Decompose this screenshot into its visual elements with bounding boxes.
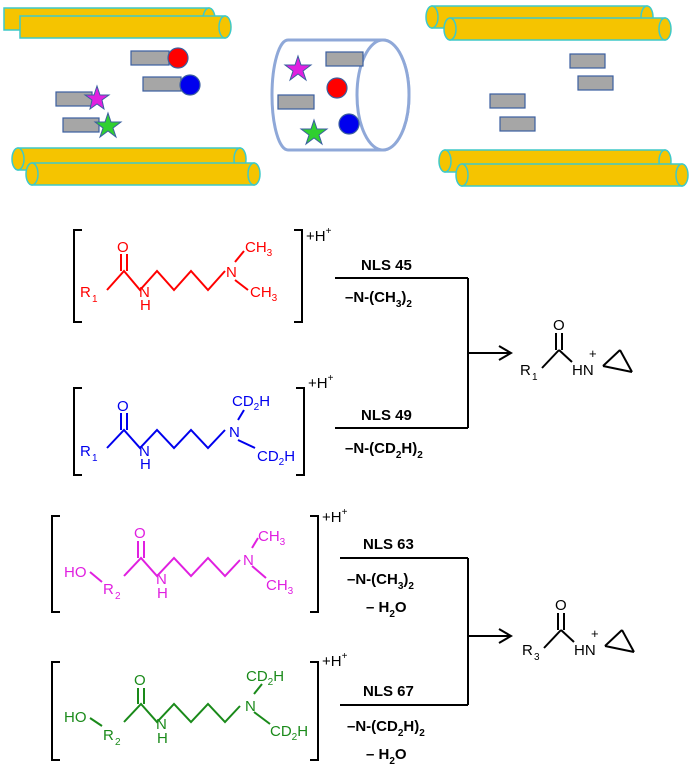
svg-text:N: N [156, 571, 167, 588]
svg-text:CH3: CH3 [258, 528, 286, 548]
svg-text:R: R [80, 284, 91, 301]
svg-text:CD2H: CD2H [246, 668, 284, 688]
tube [19, 15, 232, 39]
fragment-bar [130, 50, 170, 66]
svg-text:O: O [553, 317, 565, 334]
svg-text:R: R [520, 362, 531, 379]
svg-text:HN: HN [572, 362, 594, 379]
molecule-1: +H+ R 1 O N H N CH3 CH3 [73, 226, 332, 323]
svg-text:NLS 45: NLS 45 [361, 257, 412, 274]
fragment-bar [55, 91, 93, 107]
green-star-icon [299, 118, 329, 146]
blue-circle-icon [179, 74, 201, 96]
green-star-icon [93, 111, 123, 139]
svg-text:O: O [117, 239, 129, 256]
svg-text:–N-(CD2H)2: –N-(CD2H)2 [347, 718, 425, 739]
svg-text:O: O [134, 672, 146, 689]
svg-text:N: N [243, 552, 254, 569]
svg-text:– H2O: – H2O [366, 599, 407, 620]
svg-text:O: O [117, 398, 129, 415]
svg-text:H: H [140, 297, 151, 314]
svg-text:N: N [245, 698, 256, 715]
svg-text:H: H [157, 585, 168, 602]
svg-text:NLS 63: NLS 63 [363, 536, 414, 553]
red-circle-icon [326, 77, 348, 99]
svg-text:N: N [139, 284, 150, 301]
svg-text:CH3: CH3 [266, 577, 294, 597]
product-1: R 1 O HN + [520, 317, 633, 383]
svg-text:2: 2 [115, 737, 121, 748]
svg-text:+H+: +H+ [322, 507, 348, 526]
svg-text:1: 1 [92, 453, 98, 464]
svg-text:HO: HO [64, 709, 87, 726]
fragment-bar [142, 76, 182, 92]
fragment-bar [569, 53, 606, 69]
svg-text:R: R [80, 443, 91, 460]
molecule-3: +H+ HO R 2 O N H N CH3 CH3 [51, 507, 348, 613]
svg-text:H: H [157, 730, 168, 747]
magenta-star-icon [283, 54, 313, 82]
svg-text:NLS 67: NLS 67 [363, 683, 414, 700]
tube [455, 163, 689, 187]
svg-text:O: O [555, 597, 567, 614]
svg-text:CH3: CH3 [250, 284, 278, 304]
molecule-2: +H+ R 1 O N H N CD2H CD2H [73, 373, 334, 476]
svg-text:H: H [140, 456, 151, 473]
svg-text:R: R [522, 642, 533, 659]
svg-text:+H+: +H+ [306, 226, 332, 245]
product-2: R 3 O HN + [522, 597, 635, 663]
svg-text:1: 1 [532, 372, 538, 383]
svg-text:R: R [103, 727, 114, 744]
tube [25, 162, 261, 186]
magenta-star-icon [83, 84, 111, 111]
reaction-2-lines [340, 557, 513, 706]
svg-text:CD2H: CD2H [257, 448, 295, 468]
svg-text:R: R [103, 581, 114, 598]
fragment-bar [577, 75, 614, 91]
fragment-bar [489, 93, 526, 109]
svg-text:1: 1 [92, 294, 98, 305]
svg-text:3: 3 [534, 652, 540, 663]
svg-text:+H+: +H+ [322, 651, 348, 670]
svg-text:2: 2 [115, 591, 121, 602]
svg-text:–N-(CH3)2: –N-(CH3)2 [347, 571, 414, 592]
svg-text:N: N [226, 264, 237, 281]
svg-text:CD2H: CD2H [270, 723, 308, 743]
svg-text:N: N [229, 424, 240, 441]
fragment-bar [499, 116, 536, 132]
svg-text:CH3: CH3 [245, 239, 273, 259]
top-illustration [3, 5, 689, 187]
blue-circle-icon [338, 113, 360, 135]
fragment-bar [277, 94, 315, 110]
svg-text:+: + [591, 626, 599, 641]
svg-text:N: N [156, 716, 167, 733]
svg-text:CD2H: CD2H [232, 393, 270, 413]
svg-text:O: O [134, 525, 146, 542]
tube [443, 17, 672, 41]
red-circle-icon [167, 47, 189, 69]
svg-text:HO: HO [64, 564, 87, 581]
molecule-4: +H+ HO R 2 O N H N CD2H CD2H [51, 651, 348, 761]
svg-text:N: N [139, 443, 150, 460]
svg-text:–N-(CD2H)2: –N-(CD2H)2 [345, 440, 423, 461]
svg-text:+H+: +H+ [308, 373, 334, 392]
svg-text:–N-(CH3)2: –N-(CH3)2 [345, 289, 412, 310]
reaction-1-labels: NLS 45 –N-(CH3)2 NLS 49 –N-(CD2H)2 [345, 257, 423, 461]
svg-text:NLS 49: NLS 49 [361, 407, 412, 424]
svg-text:+: + [589, 346, 597, 361]
fragment-bar [325, 51, 364, 67]
reaction-2-labels: NLS 63 –N-(CH3)2 – H2O NLS 67 –N-(CD2H)2… [347, 536, 425, 767]
svg-text:– H2O: – H2O [366, 746, 407, 767]
svg-text:HN: HN [574, 642, 596, 659]
reaction-1-lines [335, 277, 513, 429]
fragment-bar [62, 117, 100, 133]
